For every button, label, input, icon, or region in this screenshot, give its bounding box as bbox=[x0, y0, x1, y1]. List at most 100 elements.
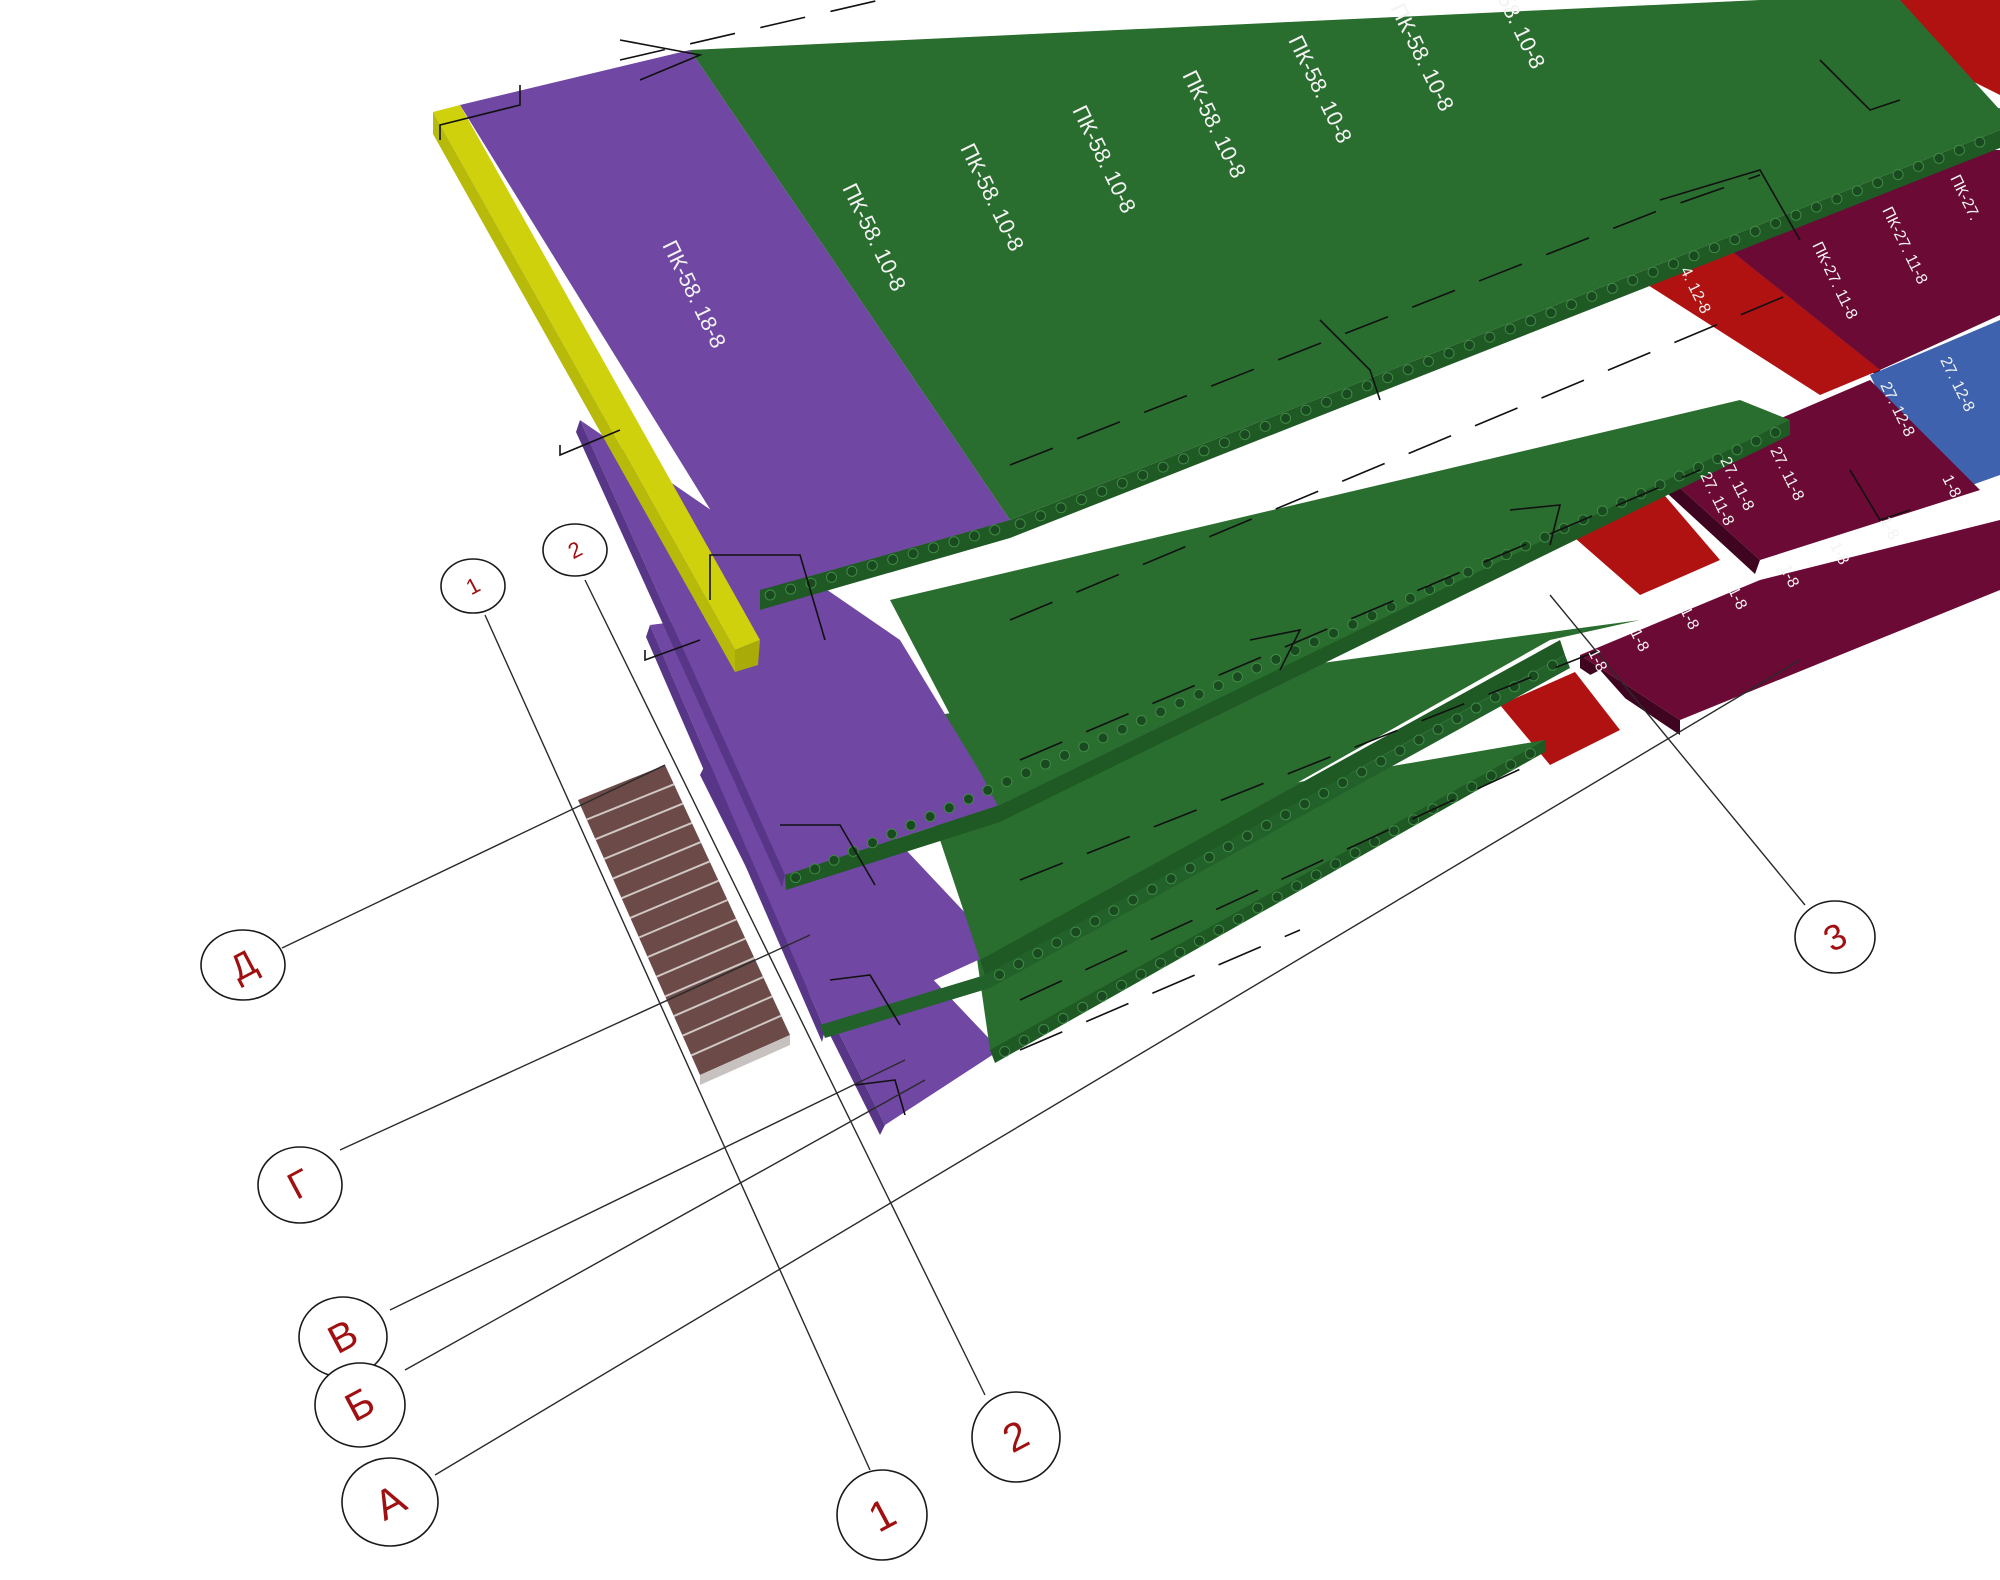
bracket-2 bbox=[709, 554, 826, 641]
maroon-slab-bottom bbox=[1580, 520, 2000, 720]
hollow-core bbox=[1481, 557, 1493, 569]
stair-tread bbox=[629, 879, 719, 919]
hollow-core bbox=[1239, 429, 1251, 441]
hollow-core bbox=[1525, 315, 1537, 327]
hollow-core bbox=[963, 793, 974, 805]
hollow-core bbox=[1851, 185, 1863, 197]
hollow-core bbox=[1018, 1034, 1030, 1046]
stair-treads bbox=[586, 783, 782, 1057]
stair-tread bbox=[586, 783, 675, 821]
hollow-core bbox=[1020, 767, 1032, 779]
hollow-core bbox=[1328, 627, 1339, 639]
hollow-core bbox=[1127, 894, 1139, 906]
hollow-core bbox=[1089, 915, 1101, 927]
hollow-core bbox=[1831, 193, 1843, 205]
dashed-line-3 bbox=[1019, 469, 1701, 761]
purple-slab-upper-low-edge bbox=[576, 420, 785, 887]
hollow-core bbox=[1790, 209, 1802, 221]
hollow-core bbox=[1566, 299, 1577, 311]
hollow-core bbox=[1446, 792, 1458, 804]
hollow-core bbox=[1749, 225, 1761, 237]
hollow-core bbox=[1241, 830, 1253, 842]
hollow-core bbox=[1489, 691, 1501, 703]
hollow-core-rows bbox=[764, 136, 1986, 1057]
hollow-core bbox=[1545, 307, 1557, 319]
hollow-core bbox=[1308, 636, 1320, 648]
hollow-core bbox=[1974, 136, 1986, 148]
hollow-core bbox=[1193, 688, 1205, 700]
bracket-14 bbox=[1849, 469, 1911, 521]
hollow-core bbox=[1462, 566, 1474, 578]
grid-axis-lines bbox=[281, 579, 1806, 1476]
red-slab-middle bbox=[1640, 250, 1880, 395]
hollow-core bbox=[1165, 873, 1177, 885]
hollow-core bbox=[1539, 531, 1551, 543]
axis-line-b bbox=[404, 1079, 926, 1371]
hollow-core bbox=[887, 554, 899, 565]
hollow-core bbox=[1198, 445, 1210, 457]
hollow-core bbox=[1708, 242, 1720, 254]
hollow-core bbox=[994, 969, 1005, 981]
green-slab-middle-band bbox=[980, 640, 1565, 975]
stair-tread bbox=[682, 995, 773, 1037]
hollow-core bbox=[1318, 787, 1330, 799]
maroon-slab-lower-edge bbox=[1655, 470, 1760, 574]
green-slab-top-front-edge bbox=[760, 520, 1010, 610]
hollow-core bbox=[1070, 926, 1082, 938]
hollow-core bbox=[1811, 201, 1822, 213]
hollow-core bbox=[1413, 734, 1425, 746]
hollow-core bbox=[1271, 891, 1283, 903]
green-slab-upper-low-edge bbox=[785, 420, 1790, 890]
hollow-core bbox=[1361, 380, 1373, 392]
hollow-core bbox=[1341, 388, 1353, 400]
hollow-core bbox=[1135, 715, 1147, 726]
axis-line-v bbox=[389, 1059, 906, 1311]
hollow-core bbox=[1251, 662, 1263, 674]
hollow-core bbox=[1586, 290, 1598, 302]
maroon-slab-bottom-edge bbox=[1580, 655, 1680, 735]
axis-bubble-1-top: 1 bbox=[440, 558, 506, 614]
axis-bubble-3: 3 bbox=[1794, 900, 1876, 974]
bracket-7 bbox=[559, 429, 621, 457]
stair-top bbox=[578, 765, 790, 1075]
yellow-beam bbox=[433, 105, 760, 650]
hidden-lines bbox=[619, 0, 1801, 1051]
white-gap bbox=[1590, 670, 1625, 703]
hollow-core bbox=[924, 811, 936, 822]
hollow-core bbox=[1504, 323, 1516, 335]
hollow-core bbox=[826, 571, 837, 583]
hollow-core bbox=[1013, 958, 1025, 970]
bracket-1 bbox=[439, 85, 521, 140]
hollow-core bbox=[1394, 745, 1406, 757]
bracket-13 bbox=[1819, 59, 1901, 111]
hollow-core bbox=[989, 524, 1001, 536]
stair-tread bbox=[638, 899, 728, 939]
axis-line-a bbox=[434, 659, 1801, 1476]
hollow-core bbox=[948, 536, 960, 548]
hollow-core bbox=[1688, 250, 1700, 262]
stair-tread bbox=[647, 918, 737, 959]
green-slab-lower-edge bbox=[990, 740, 1545, 1063]
dashed-line-5 bbox=[1019, 759, 1541, 1001]
hollow-core bbox=[1055, 502, 1067, 514]
hollow-core bbox=[1913, 160, 1924, 172]
bracket-3 bbox=[619, 39, 703, 81]
hollow-core bbox=[866, 560, 878, 571]
hollow-core bbox=[1770, 217, 1782, 229]
right-slab-block bbox=[1500, 0, 2000, 765]
hollow-core bbox=[1213, 924, 1225, 936]
stair-side bbox=[700, 1035, 790, 1085]
bracket-4 bbox=[1659, 169, 1801, 241]
hollow-core bbox=[1116, 477, 1128, 489]
joint-brackets bbox=[439, 39, 1911, 1116]
hollow-core bbox=[1953, 144, 1965, 156]
stair-tread bbox=[603, 821, 693, 860]
green-slab-upper-low bbox=[890, 400, 1790, 810]
stair-tread bbox=[673, 976, 764, 1018]
hollow-core bbox=[764, 589, 776, 601]
hollow-core bbox=[1032, 947, 1044, 959]
hollow-core bbox=[1484, 331, 1496, 343]
hollow-core bbox=[907, 548, 919, 560]
hollow-core bbox=[1647, 266, 1659, 278]
